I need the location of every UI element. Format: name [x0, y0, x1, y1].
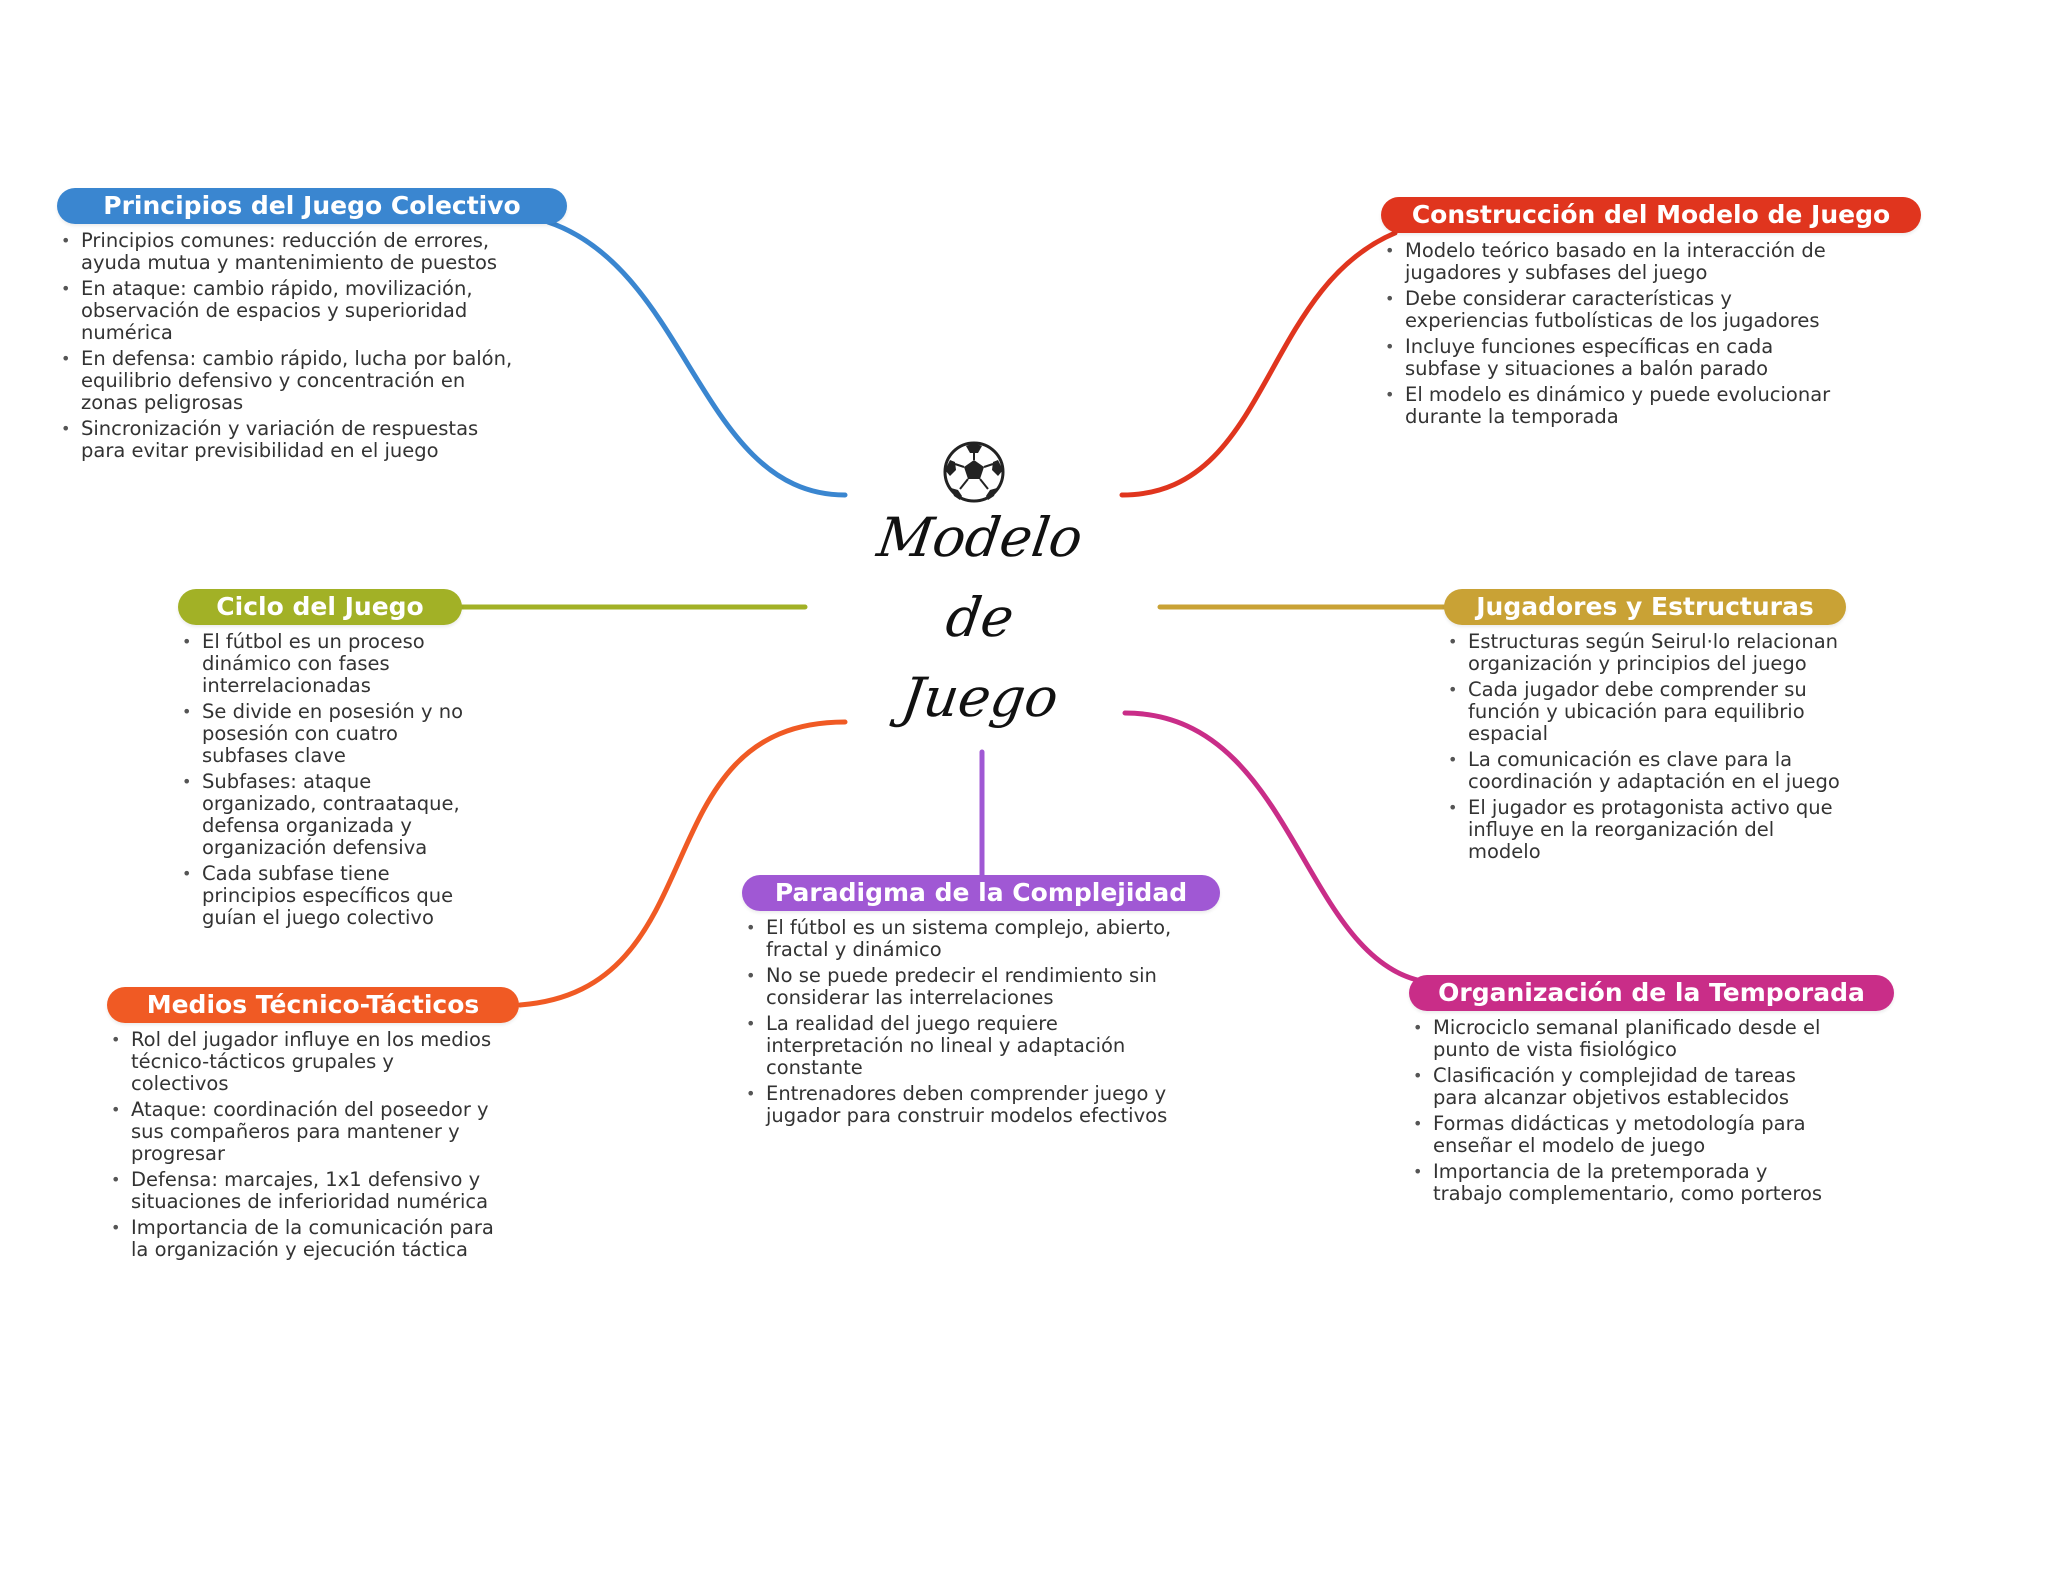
branch-items-jugadores: Estructuras según Seirul·lo relacionan o… — [1444, 631, 1844, 867]
list-item: Debe considerar características y experi… — [1381, 288, 1831, 332]
branch-title-organizacion: Organización de la Temporada — [1409, 975, 1894, 1011]
list-item: Cada jugador debe comprender su función … — [1444, 679, 1844, 745]
central-topic: Modelo de Juego — [870, 438, 1090, 738]
list-item: Subfases: ataque organizado, contraataqu… — [178, 771, 488, 859]
list-item: Importancia de la pretemporada y trabajo… — [1409, 1161, 1839, 1205]
branch-items-principios: Principios comunes: reducción de errores… — [57, 230, 527, 466]
list-item: El fútbol es un proceso dinámico con fas… — [178, 631, 488, 697]
branch-items-construccion: Modelo teórico basado en la interacción … — [1381, 240, 1831, 432]
list-item: Ataque: coordinación del poseedor y sus … — [107, 1099, 497, 1165]
list-item: Importancia de la comunicación para la o… — [107, 1217, 497, 1261]
central-title-line-1: Modelo — [873, 506, 1087, 569]
connector-organizacion — [1122, 710, 1438, 986]
branch-title-jugadores: Jugadores y Estructuras — [1444, 589, 1846, 625]
list-item: Rol del jugador influye en los medios té… — [107, 1029, 497, 1095]
connector-medios — [517, 719, 848, 1008]
list-item: Clasificación y complejidad de tareas pa… — [1409, 1065, 1839, 1109]
branch-title-medios: Medios Técnico-Tácticos — [107, 987, 519, 1023]
list-item: Modelo teórico basado en la interacción … — [1381, 240, 1831, 284]
list-item: En ataque: cambio rápido, movilización, … — [57, 278, 527, 344]
list-item: El fútbol es un sistema complejo, abiert… — [742, 917, 1192, 961]
soccer-ball-icon — [942, 440, 1006, 504]
list-item: En defensa: cambio rápido, lucha por bal… — [57, 348, 527, 414]
list-item: Cada subfase tiene principios específico… — [178, 863, 488, 929]
list-item: Incluye funciones específicas en cada su… — [1381, 336, 1831, 380]
list-item: La realidad del juego requiere interpret… — [742, 1013, 1192, 1079]
list-item: Formas didácticas y metodología para ens… — [1409, 1113, 1839, 1157]
branch-items-organizacion: Microciclo semanal planificado desde el … — [1409, 1017, 1839, 1209]
list-item: Principios comunes: reducción de errores… — [57, 230, 527, 274]
branch-title-ciclo: Ciclo del Juego — [178, 589, 462, 625]
list-item: El modelo es dinámico y puede evoluciona… — [1381, 384, 1831, 428]
branch-title-construccion: Construcción del Modelo de Juego — [1381, 197, 1921, 233]
connector-principios — [545, 219, 848, 498]
list-item: Estructuras según Seirul·lo relacionan o… — [1444, 631, 1844, 675]
branch-title-principios: Principios del Juego Colectivo — [57, 188, 567, 224]
list-item: Sincronización y variación de respuestas… — [57, 418, 527, 462]
branch-title-paradigma: Paradigma de la Complejidad — [742, 875, 1220, 911]
central-title-line-3: Juego — [897, 666, 1063, 729]
list-item: La comunicación es clave para la coordin… — [1444, 749, 1844, 793]
list-item: El jugador es protagonista activo que in… — [1444, 797, 1844, 863]
central-title-line-2: de — [942, 586, 1018, 649]
branch-items-ciclo: El fútbol es un proceso dinámico con fas… — [178, 631, 488, 933]
branch-items-medios: Rol del jugador influye en los medios té… — [107, 1029, 497, 1265]
list-item: Microciclo semanal planificado desde el … — [1409, 1017, 1839, 1061]
list-item: Entrenadores deben comprender juego y ju… — [742, 1083, 1192, 1127]
list-item: Se divide en posesión y no posesión con … — [178, 701, 488, 767]
branch-items-paradigma: El fútbol es un sistema complejo, abiert… — [742, 917, 1192, 1131]
list-item: Defensa: marcajes, 1x1 defensivo y situa… — [107, 1169, 497, 1213]
list-item: No se puede predecir el rendimiento sin … — [742, 965, 1192, 1009]
connector-construccion — [1119, 230, 1398, 498]
